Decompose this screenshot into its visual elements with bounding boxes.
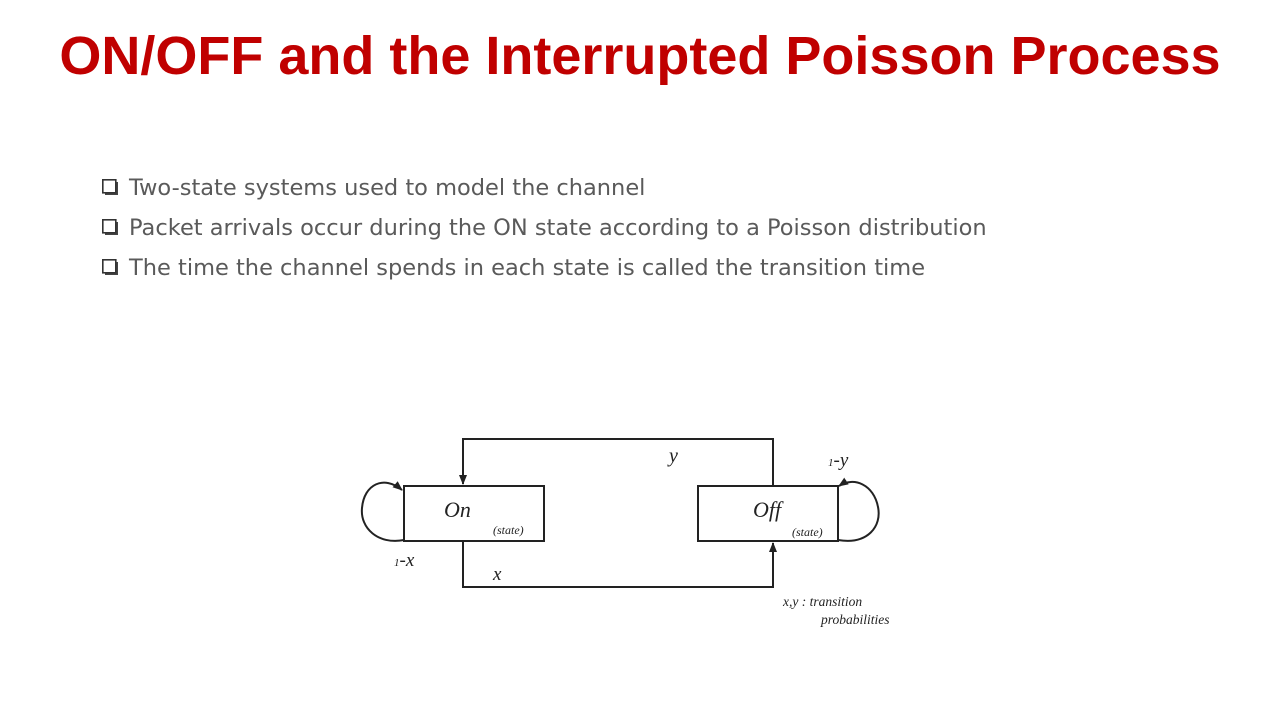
diagram-note-line1: x,y : transition [782, 594, 862, 609]
slide-title: ON/OFF and the Interrupted Poisson Proce… [59, 26, 1221, 86]
on-self-loop-label: 1-x [394, 550, 415, 571]
square-bullet-icon [102, 179, 118, 195]
bullet-item: The time the channel spends in each stat… [102, 248, 1082, 288]
off-state: Off (state) [697, 485, 839, 542]
on-state-box [403, 485, 545, 542]
on-state: On (state) [403, 485, 545, 542]
transition-label-y: y [667, 445, 678, 467]
bullet-text: The time the channel spends in each stat… [129, 255, 926, 281]
off-self-loop-prefix: 1 [828, 457, 834, 469]
square-bullet-icon [102, 219, 118, 235]
bullet-list: Two-state systems used to model the chan… [102, 168, 1082, 288]
state-transition-diagram: On (state) Off (state) y x 1-x 1-y x,y :… [360, 438, 890, 627]
bullet-item: Packet arrivals occur during the ON stat… [102, 208, 1082, 248]
off-state-sublabel: (state) [792, 525, 823, 539]
off-state-box [697, 485, 839, 542]
on-state-label: On [444, 497, 471, 522]
on-self-loop-arrow [360, 481, 405, 542]
transition-arrow-off-to-on [459, 438, 774, 486]
bullet-item: Two-state systems used to model the chan… [102, 168, 1082, 208]
off-self-loop-label: 1-y [828, 450, 849, 471]
transition-arrow-on-to-off [462, 541, 777, 588]
on-self-loop-variable: -x [400, 550, 415, 571]
square-bullet-icon [102, 259, 118, 275]
on-state-sublabel: (state) [493, 523, 524, 537]
transition-label-x: x [492, 564, 502, 585]
off-self-loop-arrow [837, 477, 880, 542]
on-self-loop-prefix: 1 [394, 557, 400, 569]
bullet-text: Packet arrivals occur during the ON stat… [129, 215, 987, 241]
bullet-text: Two-state systems used to model the chan… [129, 175, 646, 201]
diagram-note-line2: probabilities [820, 612, 890, 627]
off-state-label: Off [753, 497, 784, 522]
off-self-loop-variable: -y [834, 450, 849, 471]
